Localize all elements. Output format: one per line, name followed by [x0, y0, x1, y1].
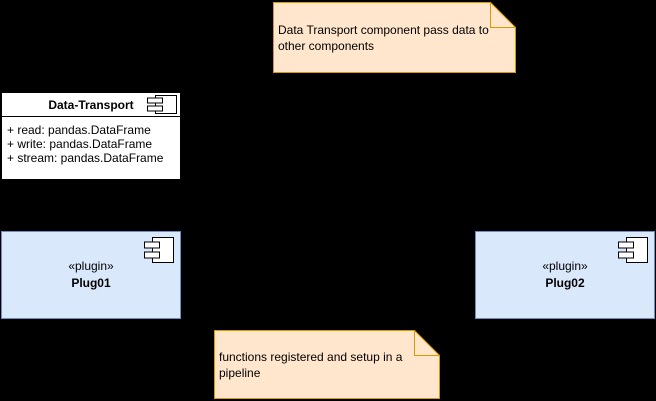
uml-component-icon — [147, 95, 177, 114]
note-fold-icon — [414, 330, 440, 356]
plugin-name: Plug01 — [71, 276, 111, 290]
component-plug01: «plugin» Plug01 — [1, 231, 181, 319]
plugin-stereotype: «plugin» — [68, 259, 114, 273]
component-title-bar: Data-Transport — [2, 93, 180, 117]
component-plug02: «plugin» Plug02 — [475, 231, 655, 319]
plugin-stereotype: «plugin» — [542, 259, 588, 273]
note-fold-icon — [490, 2, 516, 28]
note-bottom-text: functions registered and setup in a pipe… — [219, 349, 403, 380]
note-shape — [214, 330, 440, 399]
uml-component-icon — [618, 237, 648, 263]
plugin-label: «plugin» Plug02 — [542, 258, 587, 292]
attribute-read: + read: pandas.DataFrame — [7, 123, 151, 137]
attribute-write: + write: pandas.DataFrame — [7, 137, 153, 151]
note-pipeline: functions registered and setup in a pipe… — [214, 330, 440, 399]
plugin-label: «plugin» Plug01 — [68, 258, 113, 292]
component-title: Data-Transport — [48, 97, 134, 112]
note-data-transport: Data Transport component pass data to ot… — [273, 2, 516, 73]
uml-component-icon — [144, 237, 174, 263]
component-attributes: + read: pandas.DataFrame + write: pandas… — [2, 117, 180, 165]
note-top-text: Data Transport component pass data to ot… — [278, 22, 489, 53]
plugin-name: Plug02 — [545, 276, 585, 290]
component-data-transport: Data-Transport + read: pandas.DataFrame … — [1, 92, 181, 180]
note-shape — [273, 2, 516, 73]
attribute-stream: + stream: pandas.DataFrame — [7, 151, 164, 165]
